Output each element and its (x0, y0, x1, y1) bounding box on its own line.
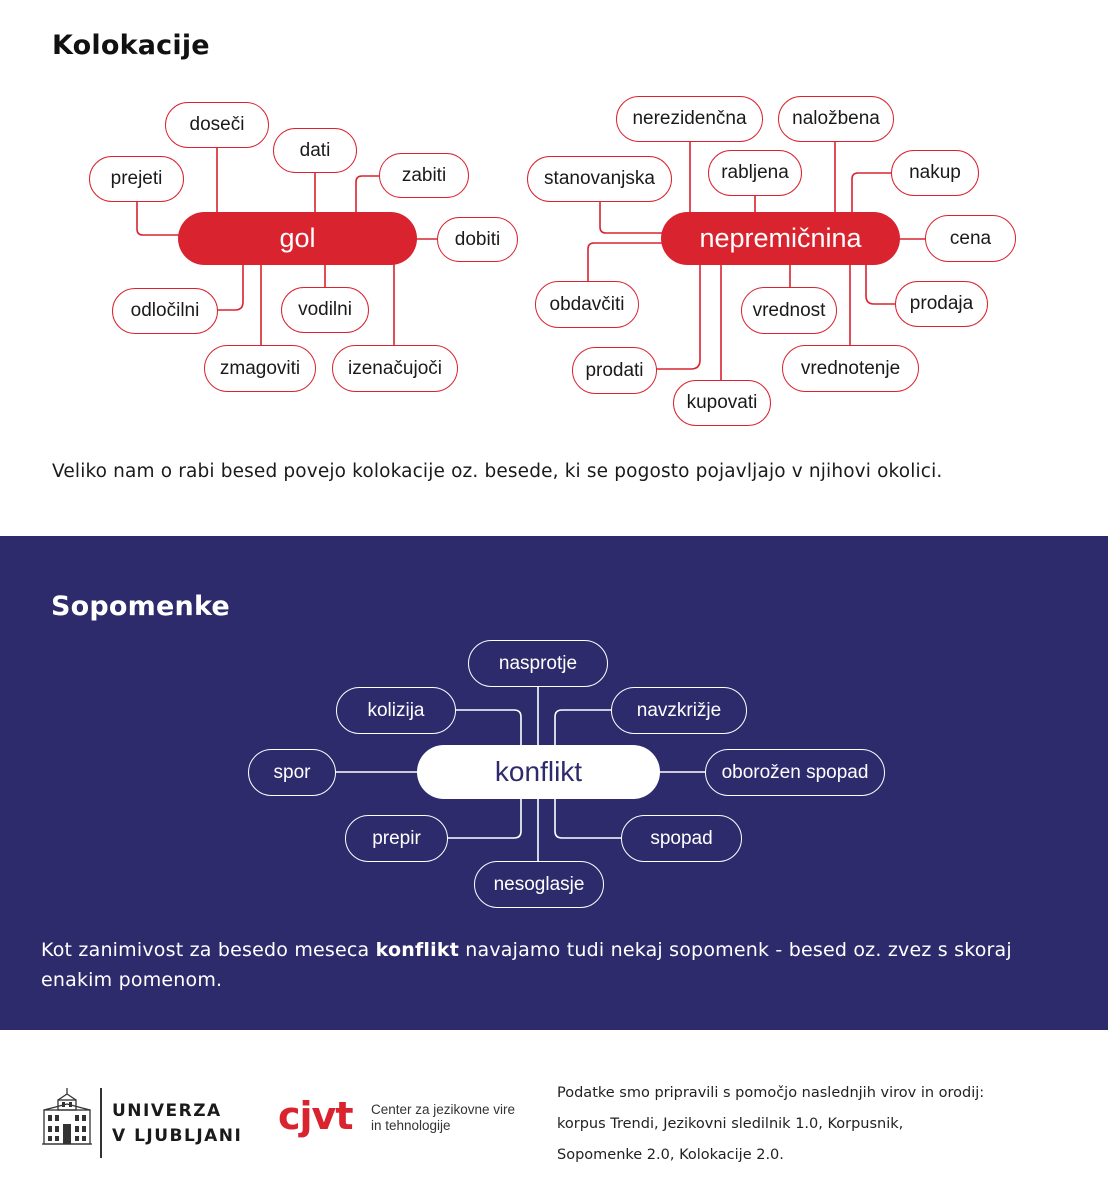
collocation-word: zabiti (379, 153, 469, 198)
synonym-word: oborožen spopad (705, 749, 885, 796)
synonyms-title: Sopomenke (51, 591, 230, 622)
collocations-title: Kolokacije (52, 30, 210, 61)
collocation-word: doseči (165, 102, 269, 148)
university-logo-text: UNIVERZA V LJUBLJANI (112, 1101, 243, 1146)
collocation-word: odločilni (112, 288, 218, 334)
collocation-word: kupovati (673, 380, 771, 426)
collocation-word: prejeti (89, 156, 184, 202)
footer-divider (100, 1088, 102, 1158)
word-of-month: konflikt (375, 939, 459, 961)
synonym-word: navzkrižje (611, 687, 747, 734)
collocation-word: izenačujoči (332, 345, 458, 392)
collocation-word: dobiti (437, 217, 518, 262)
synonym-word: nesoglasje (474, 861, 604, 908)
sources-note: Podatke smo pripravili s pomočjo nasledn… (557, 1085, 985, 1163)
collocation-word: vrednost (741, 287, 837, 334)
synonyms-description: Kot zanimivost za besedo meseca konflikt… (41, 939, 1012, 991)
collocation-center-gol: gol (178, 212, 417, 265)
synonym-word: nasprotje (468, 640, 608, 687)
collocation-word: stanovanjska (527, 156, 672, 202)
synonym-word: kolizija (336, 687, 456, 734)
collocation-word: prodati (572, 347, 657, 394)
cjvt-logo-text: Center za jezikovne vire in tehnologije (371, 1102, 516, 1133)
synonym-center-konflikt: konflikt (417, 745, 660, 799)
collocation-word: zmagoviti (204, 345, 316, 392)
collocation-word: cena (925, 215, 1016, 262)
collocations-description: Veliko nam o rabi besed povejo kolokacij… (52, 461, 943, 482)
collocation-word: dati (273, 128, 357, 173)
collocation-word: naložbena (778, 96, 894, 142)
synonym-word: spor (248, 749, 336, 796)
collocation-word: rabljena (708, 150, 802, 196)
collocation-word: nakup (891, 150, 979, 196)
collocation-word: vrednotenje (782, 345, 919, 392)
university-building-icon (42, 1088, 92, 1145)
collocation-word: prodaja (895, 281, 988, 327)
cjvt-logo: cjvt (278, 1094, 353, 1138)
collocation-word: nerezidenčna (616, 96, 763, 142)
collocation-word: obdavčiti (535, 281, 639, 328)
synonym-word: spopad (621, 815, 742, 862)
collocation-center-nepremicnina: nepremičnina (661, 212, 900, 265)
synonym-word: prepir (345, 815, 448, 862)
collocation-word: vodilni (281, 287, 369, 333)
